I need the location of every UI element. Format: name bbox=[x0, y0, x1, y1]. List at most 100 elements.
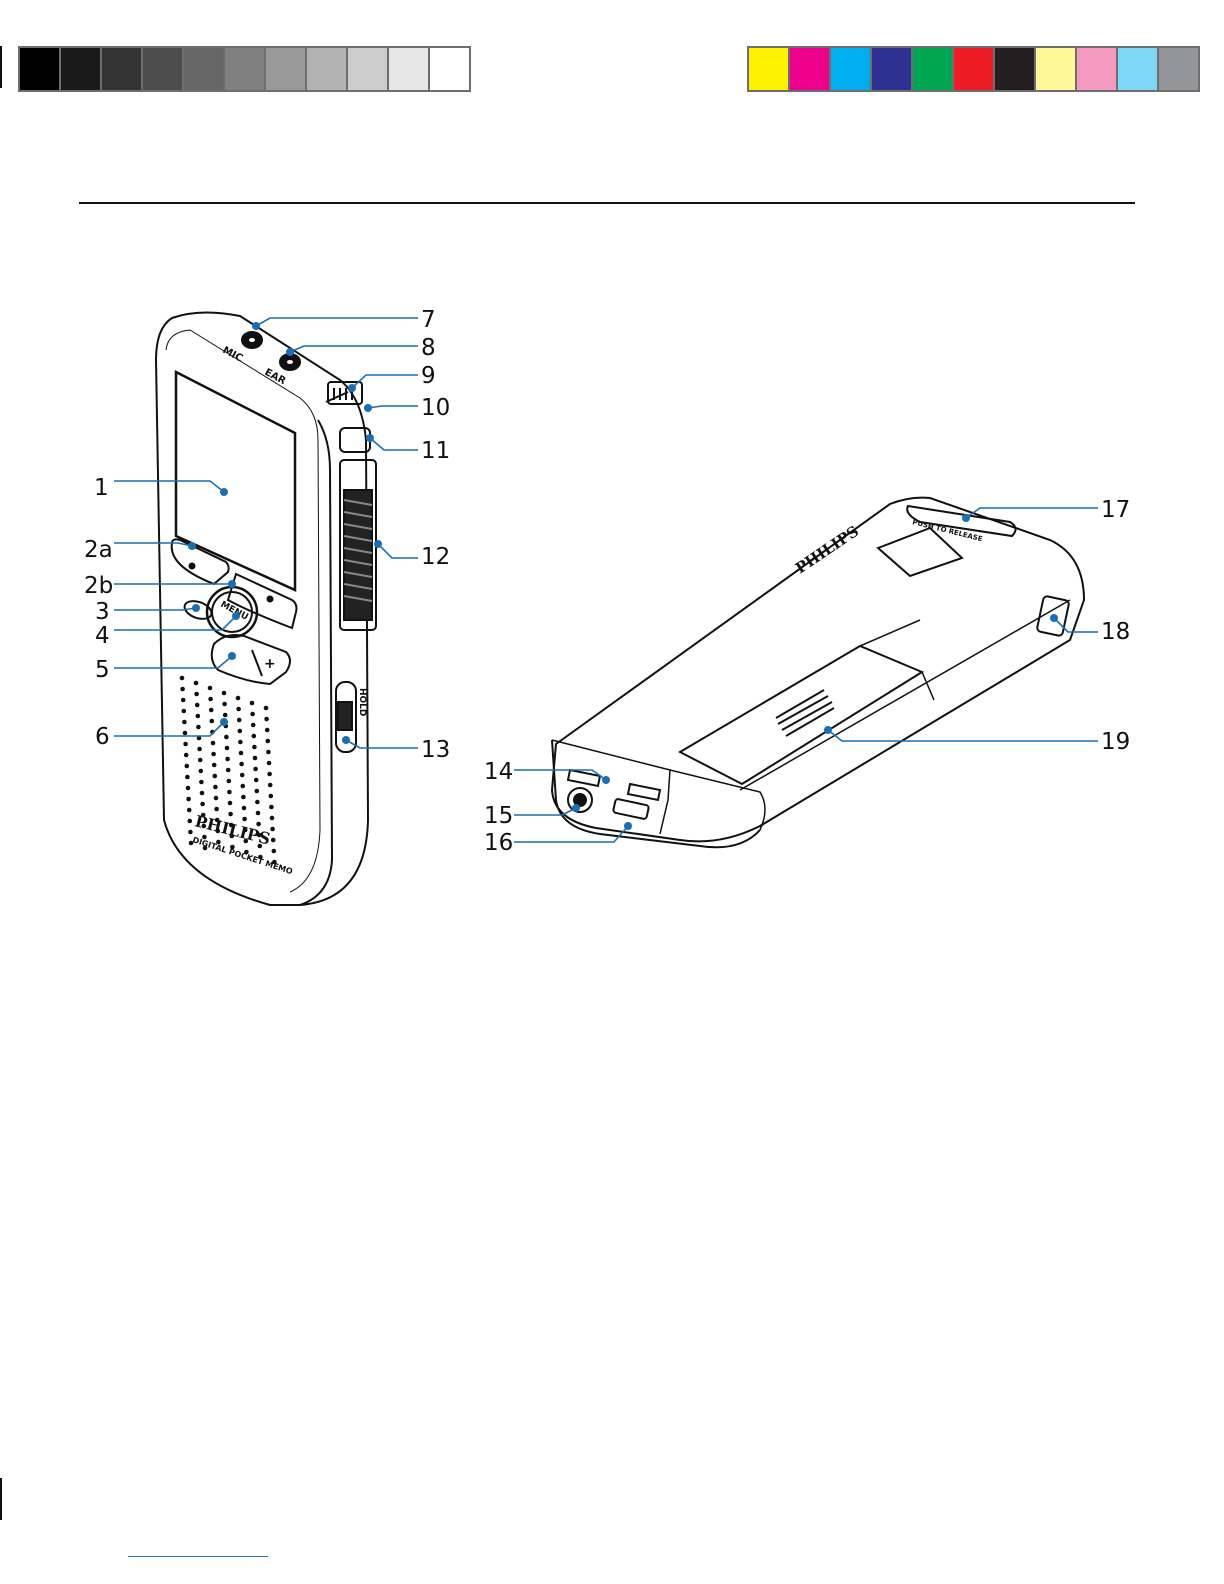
speaker-hole bbox=[185, 764, 190, 769]
speaker-hole bbox=[239, 751, 244, 756]
speaker-hole bbox=[266, 739, 271, 744]
speaker-hole bbox=[211, 741, 216, 746]
speaker-hole bbox=[236, 696, 241, 701]
speaker-hole bbox=[208, 686, 213, 691]
speaker-hole bbox=[252, 734, 257, 739]
callout-19: 19 bbox=[1101, 731, 1130, 754]
footer-link-underline bbox=[128, 1556, 268, 1557]
callout-target-dot bbox=[364, 404, 372, 412]
speaker-hole bbox=[238, 729, 243, 734]
speaker-hole bbox=[226, 768, 231, 773]
callout-leader-line bbox=[290, 346, 418, 352]
callout-12: 12 bbox=[421, 546, 450, 569]
callout-3: 3 bbox=[95, 601, 110, 624]
speaker-hole bbox=[225, 746, 230, 751]
speaker-hole bbox=[264, 706, 269, 711]
callout-target-dot bbox=[824, 726, 832, 734]
speaker-hole bbox=[212, 763, 217, 768]
callout-target-dot bbox=[220, 718, 228, 726]
speaker-hole bbox=[208, 697, 213, 702]
callout-1: 1 bbox=[94, 477, 109, 500]
speaker-hole bbox=[255, 800, 260, 805]
callout-leader-line bbox=[378, 544, 418, 558]
callout-target-dot bbox=[286, 348, 294, 356]
callout-10: 10 bbox=[421, 397, 450, 420]
callout-leader-line bbox=[370, 438, 418, 450]
speaker-hole bbox=[186, 797, 191, 802]
speaker-hole bbox=[242, 817, 247, 822]
speaker-hole bbox=[196, 725, 201, 730]
speaker-hole bbox=[224, 735, 229, 740]
speaker-hole bbox=[266, 750, 271, 755]
speaker-hole bbox=[196, 714, 201, 719]
speaker-hole bbox=[200, 802, 205, 807]
speaker-hole bbox=[186, 786, 191, 791]
speaker-hole bbox=[241, 784, 246, 789]
speaker-hole bbox=[180, 687, 185, 692]
callout-15: 15 bbox=[484, 805, 513, 828]
speaker-hole bbox=[188, 819, 193, 824]
callout-leader-line bbox=[256, 318, 418, 326]
speaker-hole bbox=[188, 830, 193, 835]
callout-11: 11 bbox=[421, 440, 450, 463]
speaker-hole bbox=[241, 795, 246, 800]
speaker-hole bbox=[269, 794, 274, 799]
speaker-hole bbox=[183, 742, 188, 747]
speaker-hole bbox=[182, 720, 187, 725]
speaker-hole bbox=[184, 753, 189, 758]
speaker-hole bbox=[238, 740, 243, 745]
callout-target-dot bbox=[188, 542, 196, 550]
speaker-hole bbox=[185, 775, 190, 780]
speaker-hole bbox=[222, 691, 227, 696]
speaker-hole bbox=[250, 712, 255, 717]
speaker-hole bbox=[253, 756, 258, 761]
callout-target-dot bbox=[374, 540, 382, 548]
callout-target-dot bbox=[252, 322, 260, 330]
callout-target-dot bbox=[220, 488, 228, 496]
callout-target-dot bbox=[572, 804, 580, 812]
speaker-hole bbox=[198, 758, 203, 763]
speaker-hole bbox=[253, 767, 258, 772]
speaker-hole bbox=[272, 849, 277, 854]
plus-label: + bbox=[264, 656, 276, 672]
speaker-hole bbox=[256, 811, 261, 816]
speaker-hole bbox=[213, 774, 218, 779]
speaker-hole bbox=[242, 806, 247, 811]
speaker-hole bbox=[181, 698, 186, 703]
speaker-hole bbox=[227, 790, 232, 795]
speaker-hole bbox=[194, 681, 199, 686]
speaker-hole bbox=[213, 785, 218, 790]
callout-2b: 2b bbox=[84, 575, 113, 598]
callout-target-dot bbox=[228, 580, 236, 588]
speaker-hole bbox=[197, 747, 202, 752]
callout-target-dot bbox=[1050, 614, 1058, 622]
speaker-hole bbox=[236, 707, 241, 712]
speaker-hole bbox=[268, 783, 273, 788]
callout-target-dot bbox=[342, 736, 350, 744]
callout-18: 18 bbox=[1101, 621, 1130, 644]
callout-target-dot bbox=[348, 384, 356, 392]
speaker-hole bbox=[194, 692, 199, 697]
callout-target-dot bbox=[192, 604, 200, 612]
speaker-hole bbox=[227, 779, 232, 784]
callout-14: 14 bbox=[484, 761, 513, 784]
speaker-hole bbox=[265, 728, 270, 733]
speaker-hole bbox=[254, 778, 259, 783]
callout-6: 6 bbox=[95, 726, 110, 749]
speaker-hole bbox=[209, 708, 214, 713]
hold-label: HOLD bbox=[357, 688, 367, 716]
speaker-hole bbox=[228, 801, 233, 806]
speaker-hole bbox=[180, 676, 185, 681]
callout-2a: 2a bbox=[84, 539, 113, 562]
speaker-hole bbox=[267, 772, 272, 777]
callout-target-dot bbox=[962, 514, 970, 522]
speaker-hole bbox=[270, 816, 275, 821]
callout-13: 13 bbox=[421, 739, 450, 762]
speaker-hole bbox=[252, 745, 257, 750]
callout-17: 17 bbox=[1101, 499, 1130, 522]
speaker-hole bbox=[187, 808, 192, 813]
speaker-hole bbox=[237, 718, 242, 723]
speaker-hole bbox=[214, 807, 219, 812]
speaker-hole bbox=[267, 761, 272, 766]
